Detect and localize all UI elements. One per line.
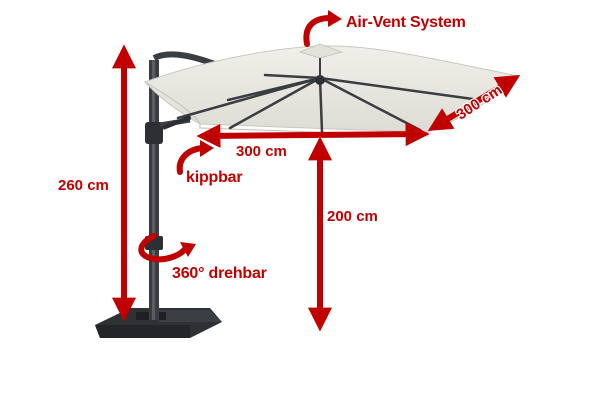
depth-arrow	[427, 75, 521, 131]
rotate-label: 360° drehbar	[172, 265, 267, 282]
air-vent-system-label: Air-Vent System	[346, 14, 466, 31]
height-total-label: 260 cm	[58, 177, 109, 194]
curved-arrow-icon	[303, 10, 342, 47]
height-clearance-label: 200 cm	[327, 208, 378, 225]
tilt-label: kippbar	[186, 169, 243, 186]
dimension-arrows	[112, 44, 521, 332]
width-label: 300 cm	[236, 143, 287, 160]
curved-arrow-icon	[176, 140, 214, 175]
width-arrow	[196, 122, 430, 148]
curved-arrow-icon	[138, 233, 196, 263]
